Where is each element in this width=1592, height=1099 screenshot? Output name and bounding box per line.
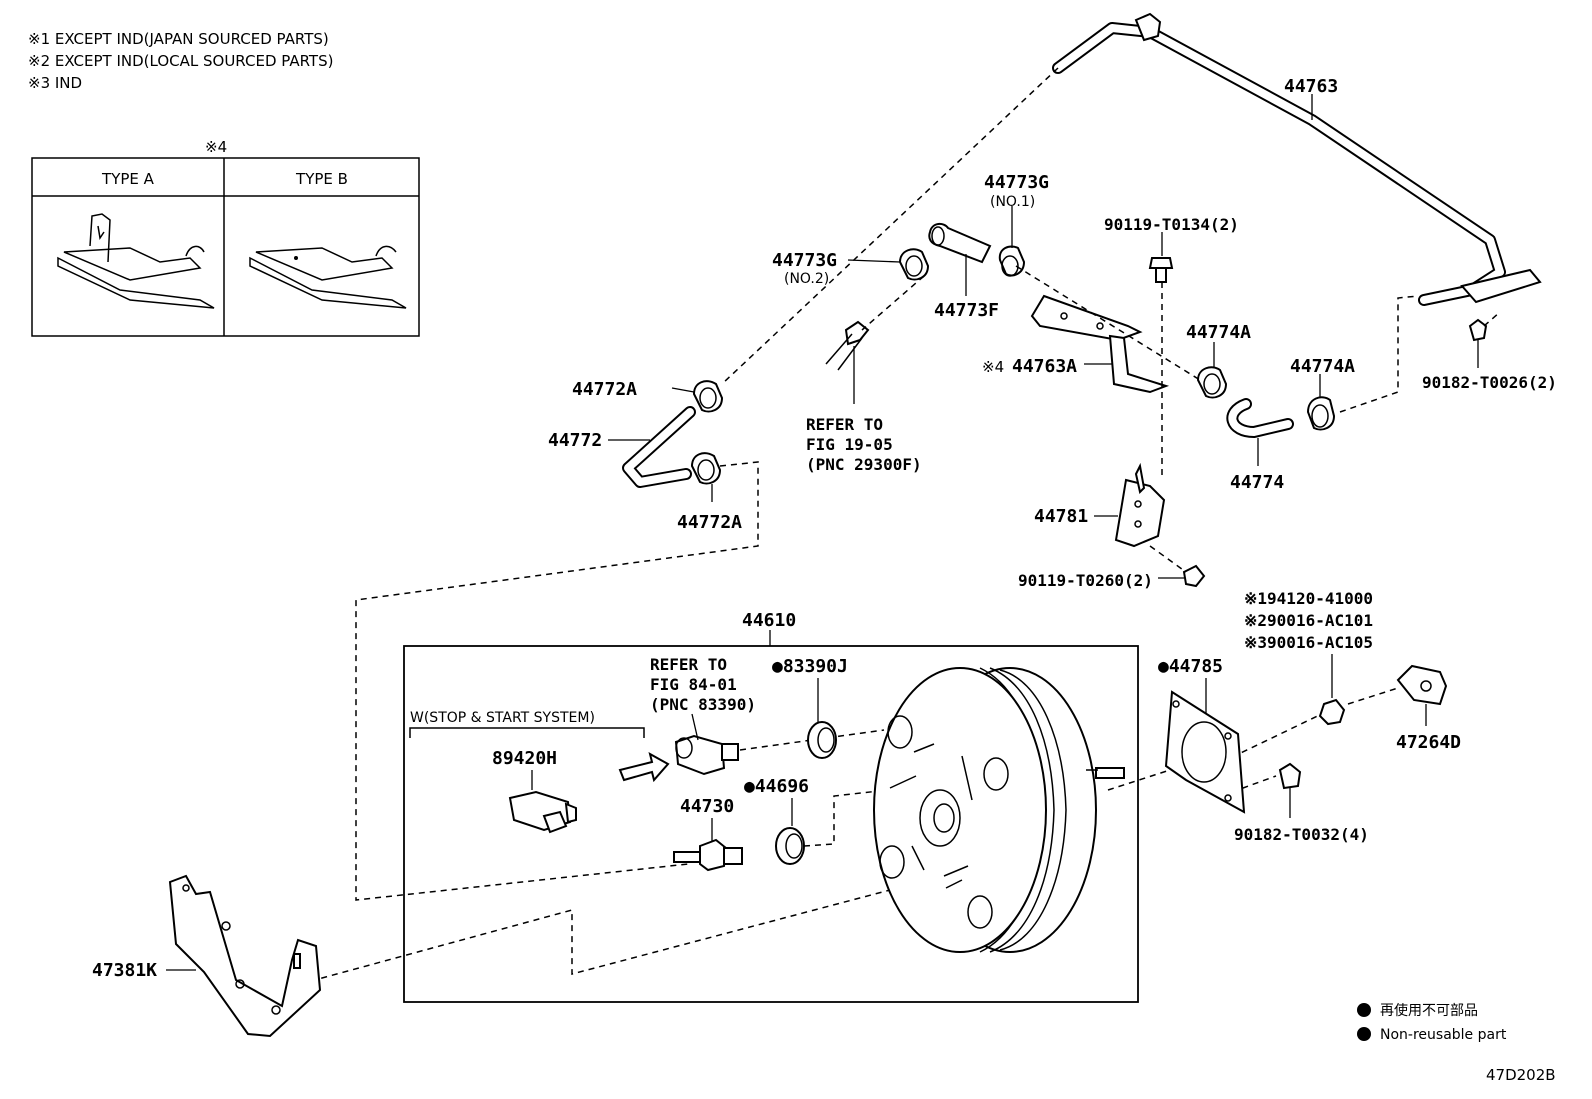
label-90182-t0026: 90182-T0026(2) (1422, 373, 1557, 392)
clamp-44773g-no1 (998, 206, 1026, 277)
note-except-ind-local: ※2 EXCEPT IND(LOCAL SOURCED PARTS) (28, 52, 333, 70)
ref-fig-84-01-line3: (PNC 83390) (650, 695, 756, 714)
grommet-44696 (775, 827, 805, 865)
label-44763a: 44763A (1012, 356, 1077, 377)
nut-variant (1318, 698, 1346, 726)
clamp-44772a-upper (671, 380, 724, 413)
legend: 再使用不可部品 Non-reusable part (1357, 1002, 1507, 1043)
label-44773g-no1-sub: (NO.1) (990, 194, 1035, 210)
w-system-bracket-line (409, 727, 645, 738)
clamp-44774a-right (1306, 374, 1336, 431)
note-ind: ※3 IND (28, 74, 82, 92)
ref-fig-84-01-line2: FIG 84-01 (650, 675, 737, 694)
type-b-bracket-drawing (249, 245, 407, 309)
non-reusable-bullet-icon (1357, 1027, 1371, 1041)
label-44774: 44774 (1230, 472, 1284, 493)
check-valve-44730 (673, 838, 743, 872)
dashed-guide-lines (299, 67, 1501, 985)
clamp-44773g-no2 (847, 248, 930, 281)
label-44774a-left: 44774A (1186, 322, 1251, 343)
label-44696: ●44696 (744, 776, 809, 797)
type-comparison-box: ※4 TYPE A TYPE B (31, 138, 420, 337)
ref-fig-19-05-line2: FIG 19-05 (806, 435, 893, 454)
type-a-bracket-drawing (57, 213, 215, 309)
label-44773g-no2-sub: (NO.2) (784, 271, 829, 287)
label-90182-t0032: 90182-T0032(4) (1234, 825, 1369, 844)
label-47264d: 47264D (1396, 732, 1461, 753)
bolt-90119-t0134 (1148, 232, 1174, 283)
label-44772a-lower: 44772A (677, 512, 742, 533)
bracket-44763a (1030, 294, 1170, 394)
label-w-stop-start-system: W(STOP & START SYSTEM) (410, 710, 595, 726)
label-44763a-mark: ※4 (982, 358, 1004, 376)
legend-english: Non-reusable part (1380, 1027, 1507, 1043)
sensor-89420h (508, 790, 577, 834)
label-44773f: 44773F (934, 300, 999, 321)
label-44773g-no2: 44773G (772, 250, 837, 271)
nut-90182-t0032 (1278, 762, 1302, 818)
nut-90182-t0026 (1468, 318, 1488, 368)
ref-fig-84-01-line1: REFER TO (650, 655, 727, 674)
hose-44773f (928, 222, 992, 296)
label-variant-3: ※390016-AC105 (1244, 633, 1373, 652)
bracket-47381k (166, 874, 322, 1038)
label-44781: 44781 (1034, 506, 1088, 527)
label-44610: 44610 (742, 610, 796, 631)
label-44774a-right: 44774A (1290, 356, 1355, 377)
label-variant-2: ※290016-AC101 (1244, 611, 1373, 630)
clamp-44772a-lower (690, 452, 722, 502)
label-44730: 44730 (680, 796, 734, 817)
hose-44772 (608, 406, 696, 488)
label-90119-t0260: 90119-T0260(2) (1018, 571, 1153, 590)
vacuum-pipe-44763 (1052, 12, 1542, 306)
assembly-44610-frame (403, 645, 1139, 1003)
flow-arrow-icon (618, 752, 670, 783)
hose-44774 (1226, 398, 1294, 466)
brake-booster (873, 667, 1125, 953)
legend-japanese: 再使用不可部品 (1380, 1002, 1478, 1019)
label-44772: 44772 (548, 430, 602, 451)
label-83390j: ●83390J (772, 656, 848, 677)
type-b-header: TYPE B (295, 170, 348, 188)
label-44763: 44763 (1284, 76, 1338, 97)
label-44773g-no1: 44773G (984, 172, 1049, 193)
ref-fig-19-05-line3: (PNC 29300F) (806, 455, 922, 474)
grommet-83390j (807, 721, 837, 759)
non-reusable-bullet-icon (1357, 1003, 1371, 1017)
figure-code: 47D202B (1486, 1066, 1556, 1084)
label-44772a-upper: 44772A (572, 379, 637, 400)
fitting-ref-fig-19-05 (825, 320, 870, 404)
clamp-44774a-left (1196, 342, 1228, 399)
type-box-mark: ※4 (205, 138, 227, 156)
label-90119-t0134: 90119-T0134(2) (1104, 215, 1239, 234)
sensor-fitting-ref-84-01 (674, 713, 739, 776)
label-47381k: 47381K (92, 960, 157, 981)
bracket-47264d (1396, 664, 1448, 726)
label-variant-1: ※194120-41000 (1244, 589, 1373, 608)
label-44785: ●44785 (1158, 656, 1223, 677)
note-except-ind-japan: ※1 EXCEPT IND(JAPAN SOURCED PARTS) (28, 30, 329, 48)
ref-fig-19-05-line1: REFER TO (806, 415, 883, 434)
label-89420h: 89420H (492, 748, 557, 769)
gasket-44785 (1164, 690, 1246, 814)
type-a-header: TYPE A (101, 170, 155, 188)
bolt-90119-t0260 (1158, 564, 1206, 588)
bracket-44781 (1094, 462, 1166, 548)
